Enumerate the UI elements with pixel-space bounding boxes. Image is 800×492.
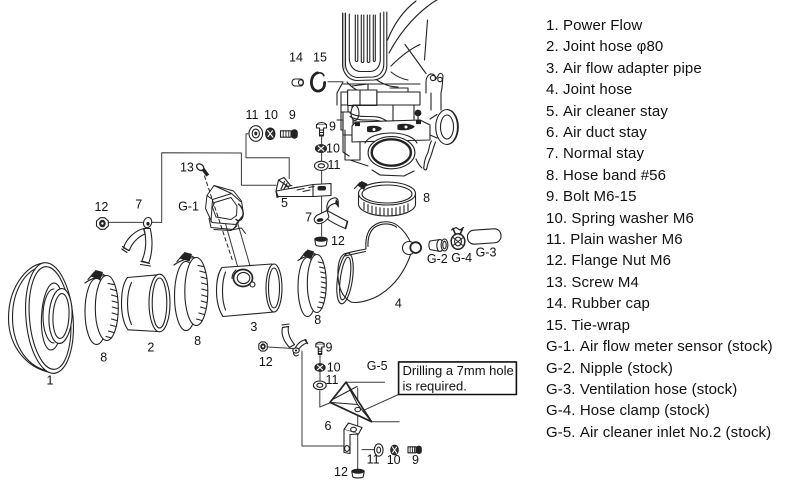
svg-text:G-3: G-3 [476,246,497,260]
svg-text:is required.: is required. [403,379,467,394]
svg-text:9: 9 [412,453,419,467]
svg-text:11: 11 [367,453,380,467]
svg-text:3: 3 [250,320,257,334]
svg-text:G-4: G-4 [451,251,472,265]
svg-text:10: 10 [327,361,341,375]
svg-text:12: 12 [94,200,108,214]
svg-text:4: 4 [395,297,402,311]
svg-text:10: 10 [387,453,401,467]
svg-text:8: 8 [194,334,201,348]
svg-text:G-1: G-1 [178,200,199,214]
svg-text:11: 11 [326,373,339,387]
svg-text:10: 10 [326,142,340,156]
svg-text:G-2: G-2 [427,252,448,266]
svg-text:10: 10 [264,108,278,122]
svg-text:12: 12 [259,355,273,369]
svg-text:1: 1 [47,374,54,388]
svg-text:13: 13 [180,161,194,175]
svg-text:9: 9 [326,341,333,355]
svg-text:2: 2 [147,341,154,355]
svg-text:6: 6 [325,419,332,433]
svg-text:7: 7 [305,211,312,225]
svg-text:G-5: G-5 [367,359,388,373]
svg-text:8: 8 [314,313,321,327]
svg-text:8: 8 [100,351,107,365]
svg-text:15: 15 [313,51,327,65]
svg-text:14: 14 [289,51,303,65]
svg-text:9: 9 [329,120,336,134]
svg-text:12: 12 [331,234,345,248]
svg-text:7: 7 [135,198,142,212]
svg-text:11: 11 [328,158,341,172]
svg-text:11: 11 [246,108,259,122]
svg-text:8: 8 [423,191,430,205]
svg-text:5: 5 [281,196,288,210]
svg-text:Drilling a 7mm hole: Drilling a 7mm hole [403,363,514,378]
svg-text:12: 12 [334,465,348,479]
svg-text:9: 9 [289,108,296,122]
